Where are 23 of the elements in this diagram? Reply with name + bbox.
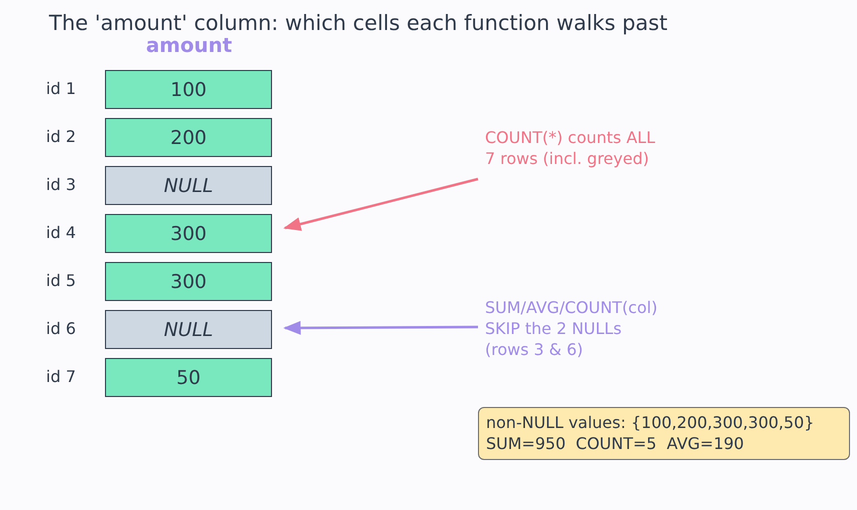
note-text: SUM=950 COUNT=5 AVG=190 <box>486 433 745 454</box>
note-text: non-NULL values: {100,200,300,300,50} <box>486 412 816 433</box>
column-header: amount <box>144 33 234 57</box>
title: The 'amount' column: which cells each function walks past <box>49 11 668 35</box>
value-cell: 200 <box>105 118 272 157</box>
null-cell: NULL <box>105 166 272 205</box>
row-label: id 2 <box>46 127 76 146</box>
arrow <box>283 320 478 335</box>
row-label: id 7 <box>46 367 76 386</box>
annotation-text: SUM/AVG/COUNT(col) SKIP the 2 NULLs (rows 3 & 6) <box>485 297 660 360</box>
row-label: id 3 <box>46 175 76 194</box>
value-cell: 100 <box>105 70 272 109</box>
row-label: id 4 <box>46 223 76 242</box>
annotation-text: COUNT(*) counts ALL 7 rows (incl. greyed) <box>485 127 660 169</box>
value-cell: 50 <box>105 358 272 397</box>
note-box <box>478 407 850 460</box>
null-cell: NULL <box>105 310 272 349</box>
row-label: id 5 <box>46 271 76 290</box>
value-cell: 300 <box>105 214 272 253</box>
arrow <box>283 178 478 231</box>
row-label: id 1 <box>46 79 76 98</box>
value-cell: 300 <box>105 262 272 301</box>
row-label: id 6 <box>46 319 76 338</box>
